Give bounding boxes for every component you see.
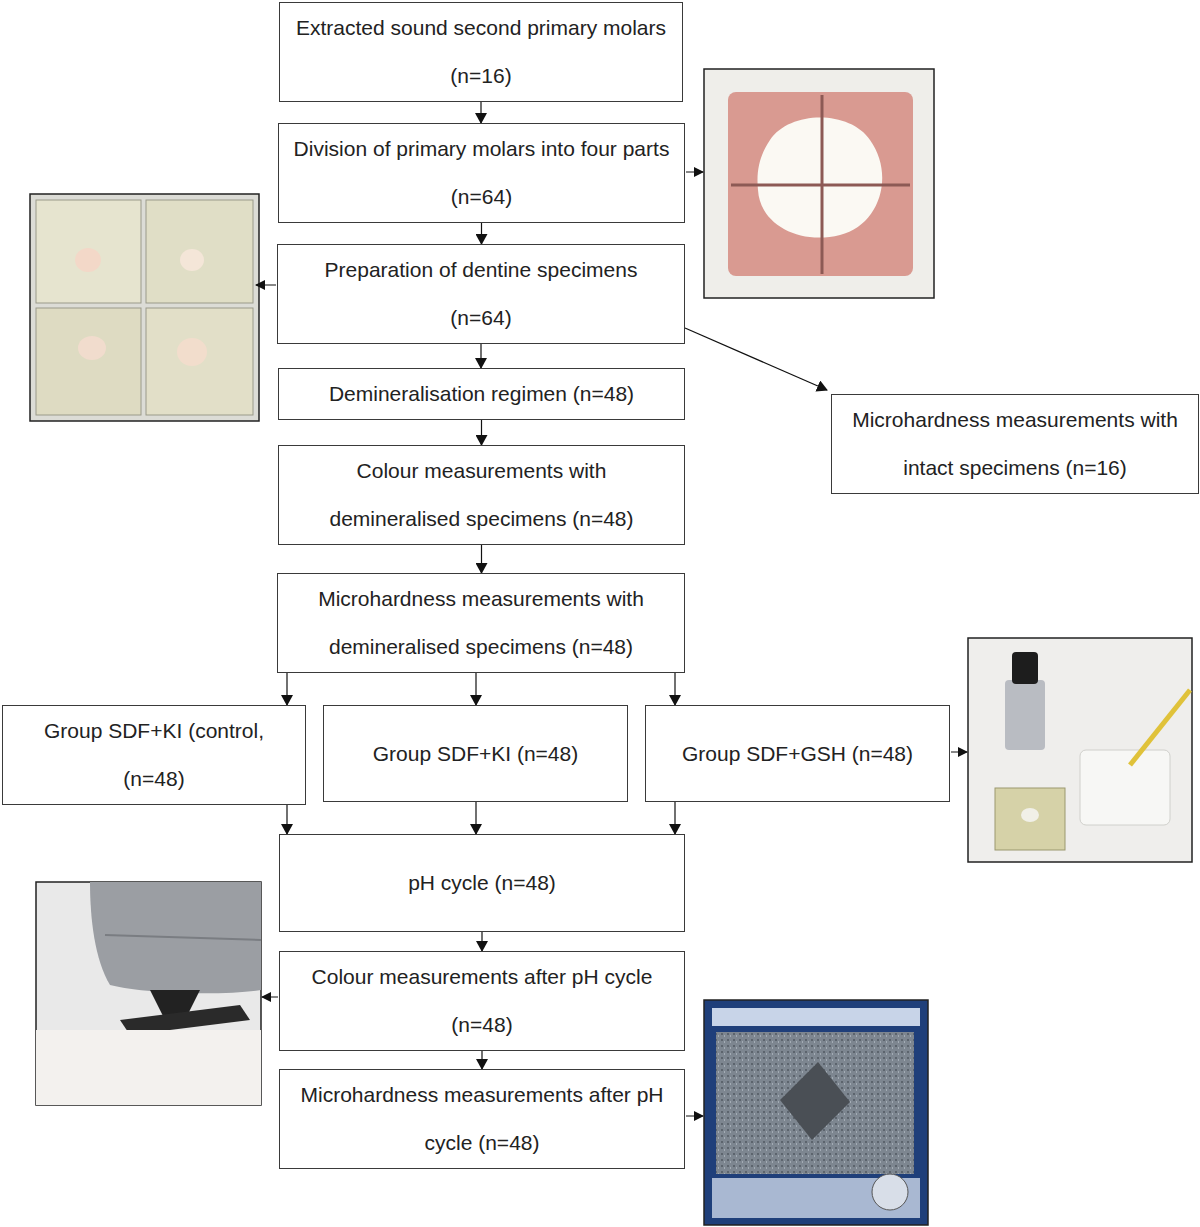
box-label: Microhardness measurements with deminera… [292,575,670,671]
box-label: Preparation of dentine specimens (n=64) [292,246,670,342]
box-text-group: Colour measurements after pH cycle (n=48… [294,953,670,1049]
leader-arrow [256,285,276,286]
box-label: Demineralisation regimen (n=48) [329,370,634,418]
box-label: Colour measurements with demineralised s… [293,447,670,543]
flow-arrow [286,805,287,834]
spectrophotometer-photo [36,882,261,1105]
leader-arrow [262,997,278,998]
process-box: Microhardness measurements with intact s… [831,394,1199,494]
box-text-group: Group SDF+GSH (n=48) [682,730,913,778]
process-box: Group SDF+GSH (n=48) [645,705,950,802]
process-box: Division of primary molars into four par… [278,123,685,223]
box-text-group: Microhardness measurements with deminera… [292,575,670,671]
process-box: Colour measurements after pH cycle (n=48… [279,951,685,1051]
tooth-block-photo [704,69,934,298]
process-box: Group SDF+KI (control, (n=48) [2,705,306,805]
box-text-group: Group SDF+KI (control, (n=48) [17,707,291,803]
box-label: Colour measurements after pH cycle (n=48… [294,953,670,1049]
box-text-group: Division of primary molars into four par… [293,125,670,221]
box-text-group: Colour measurements with demineralised s… [293,447,670,543]
flow-arrow [480,344,481,368]
leader-arrow [686,1116,703,1117]
flow-arrow [475,802,476,834]
box-label: Extracted sound second primary molars (n… [294,4,668,100]
process-box: Extracted sound second primary molars (n… [279,2,683,102]
process-box: Preparation of dentine specimens (n=64) [277,244,685,344]
flow-arrow [286,673,287,705]
flow-arrow [481,223,482,244]
box-text-group: Extracted sound second primary molars (n… [294,4,668,100]
process-box: Demineralisation regimen (n=48) [278,368,685,420]
process-box: pH cycle (n=48) [279,834,685,932]
box-label: Group SDF+KI (n=48) [373,730,578,778]
box-label: Microhardness measurements with intact s… [846,396,1184,492]
flow-arrow [475,673,476,705]
leader-arrow [951,752,967,753]
flow-arrow [481,545,482,573]
flow-arrow [674,802,675,834]
box-text-group: Microhardness measurements with intact s… [846,396,1184,492]
box-text-group: pH cycle (n=48) [408,859,556,907]
specimens-photo [30,194,259,421]
box-text-group: Preparation of dentine specimens (n=64) [292,246,670,342]
process-box: Colour measurements with demineralised s… [278,445,685,545]
box-label: Group SDF+GSH (n=48) [682,730,913,778]
leader-arrow [686,172,703,173]
box-text-group: Group SDF+KI (n=48) [373,730,578,778]
application-photo [968,638,1192,862]
process-box: Microhardness measurements after pH cycl… [279,1069,685,1169]
flow-arrow [674,673,675,705]
microhardness-screen-photo [704,1000,928,1225]
box-label: Group SDF+KI (control, (n=48) [17,707,291,803]
flow-arrow [480,102,481,123]
process-box: Microhardness measurements with deminera… [277,573,685,673]
box-text-group: Demineralisation regimen (n=48) [329,370,634,418]
flow-arrow [481,932,482,951]
flow-arrow [481,1051,482,1069]
box-label: Microhardness measurements after pH cycl… [294,1071,670,1167]
box-text-group: Microhardness measurements after pH cycl… [294,1071,670,1167]
process-box: Group SDF+KI (n=48) [323,705,628,802]
box-label: pH cycle (n=48) [408,859,556,907]
flow-arrow [481,420,482,445]
box-label: Division of primary molars into four par… [293,125,670,221]
flow-arrow [685,328,827,390]
